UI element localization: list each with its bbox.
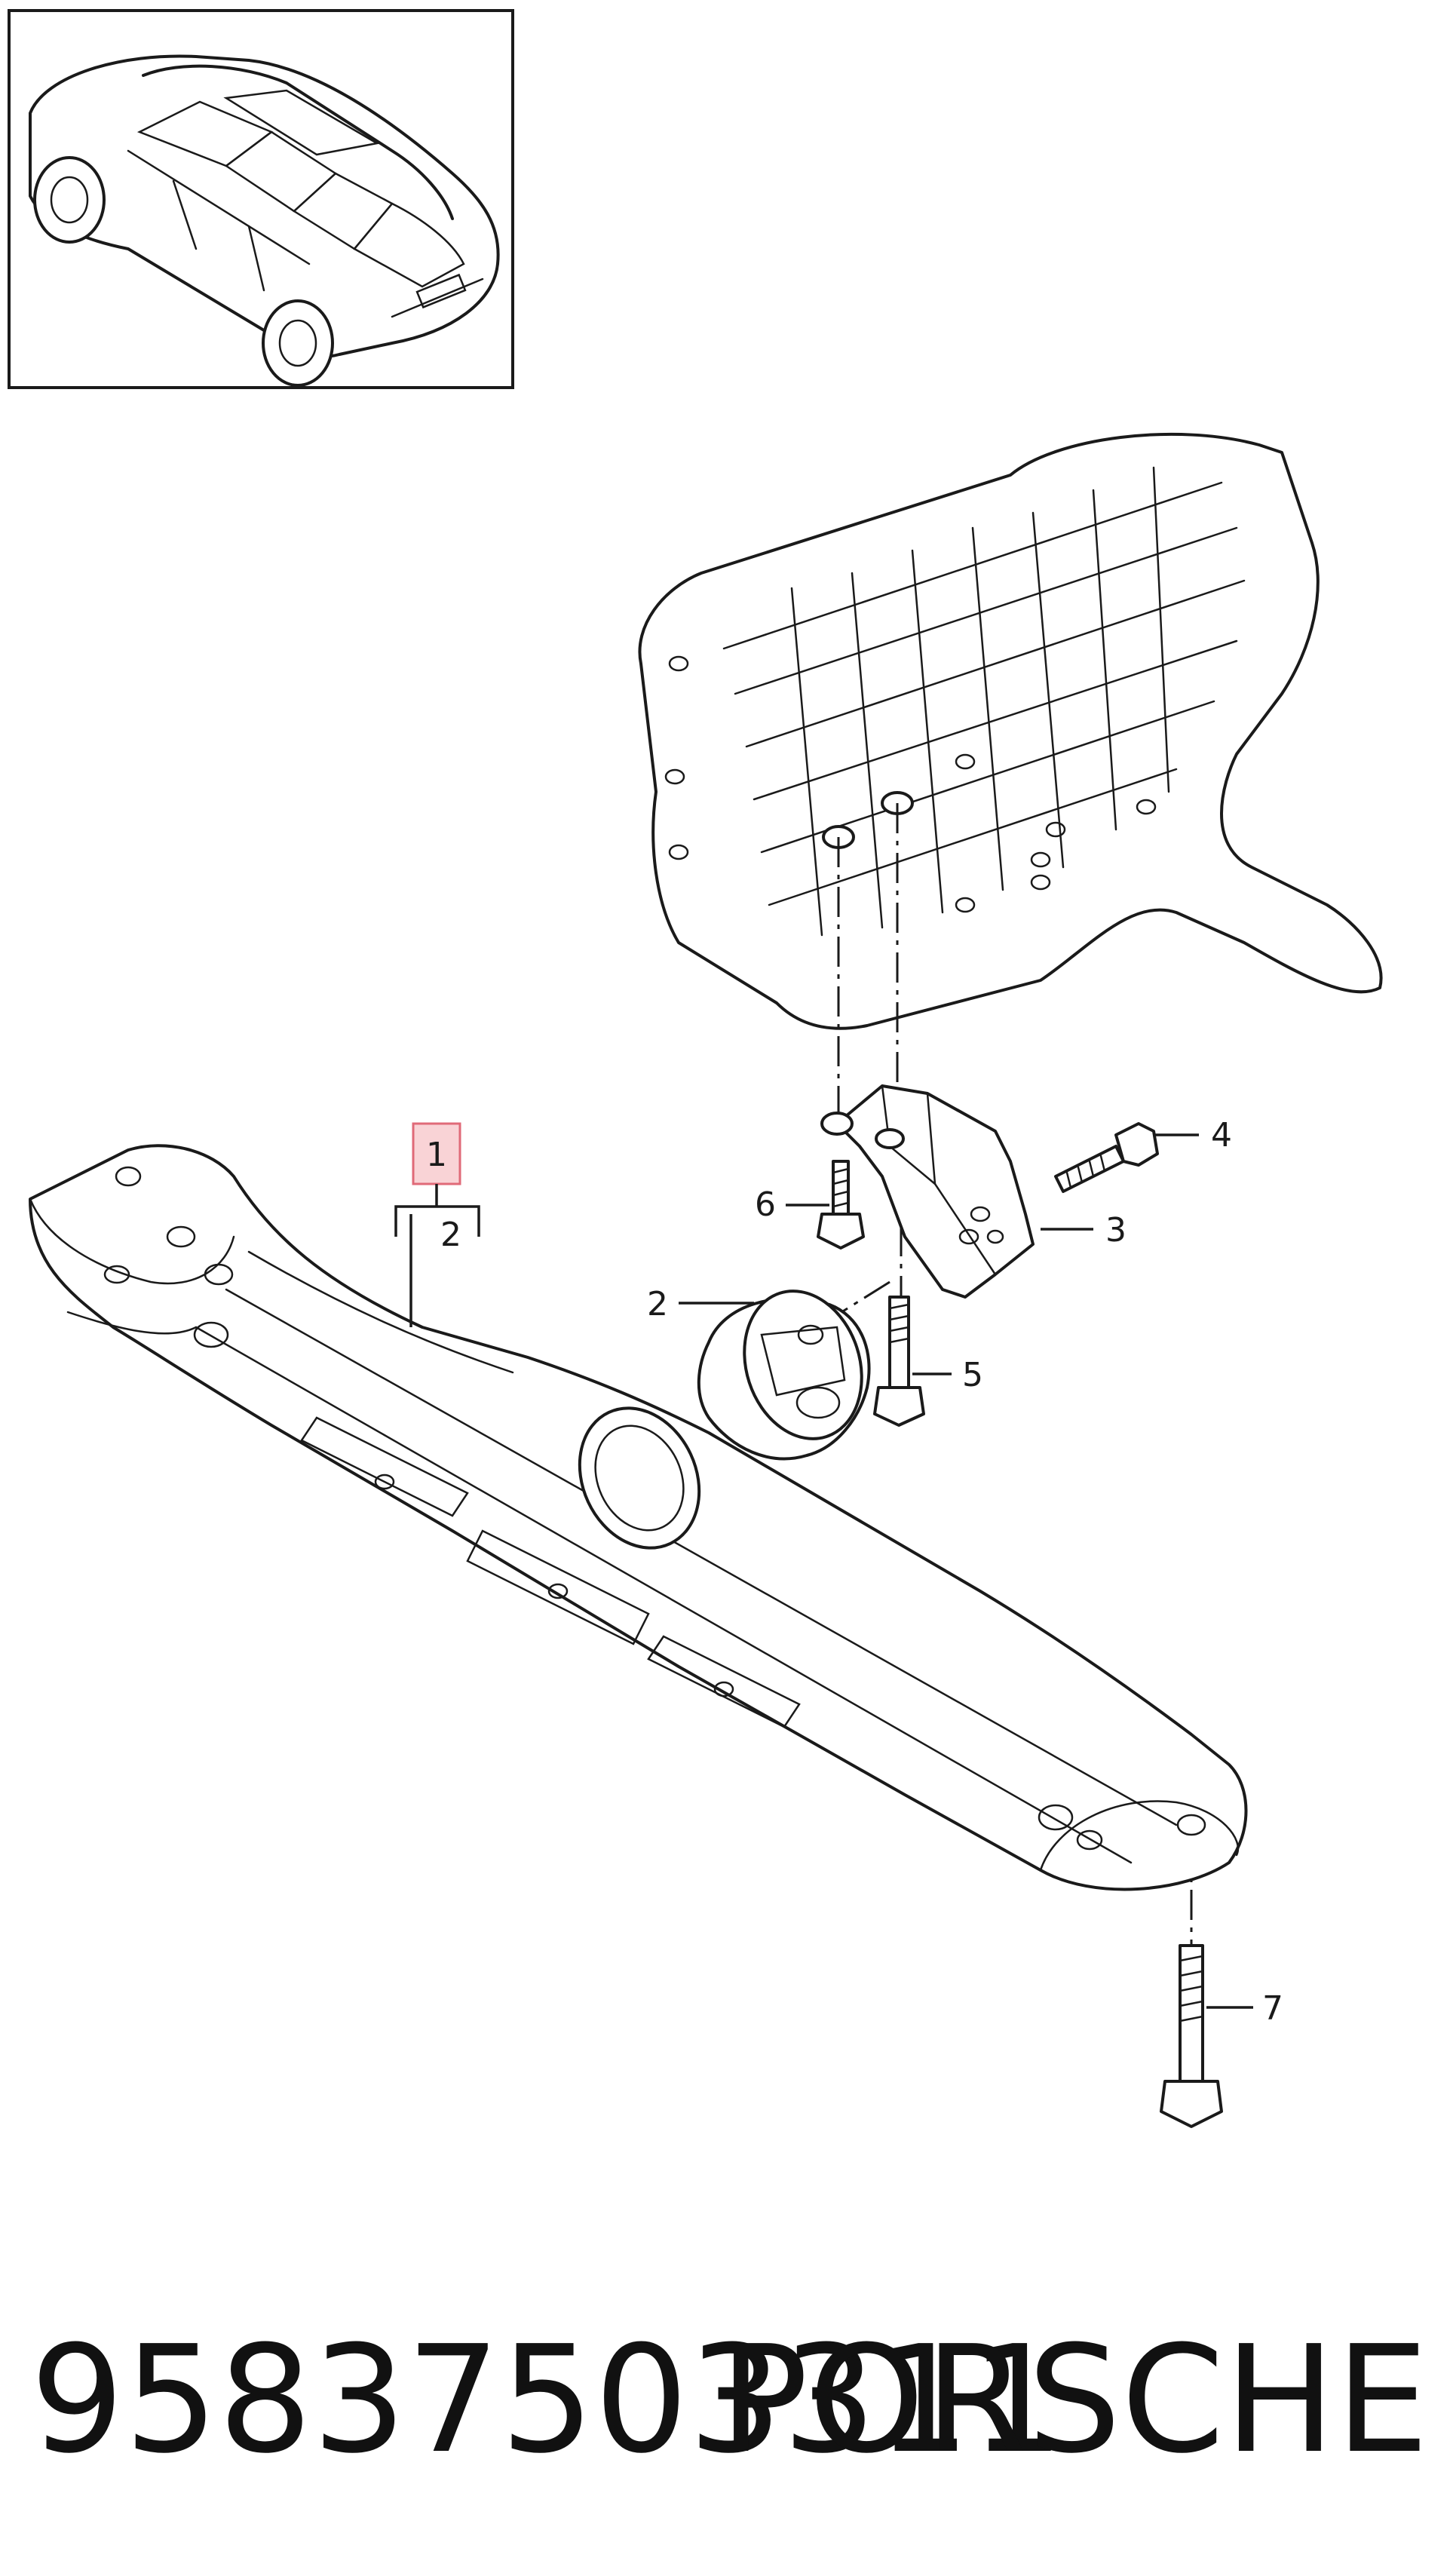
bolt-6 (817, 1160, 865, 1250)
mount-bushing (697, 1290, 871, 1461)
callout-2-lower: 2 (647, 1285, 668, 1323)
callout-5: 5 (962, 1356, 983, 1394)
callout-2-upper: 2 (440, 1216, 461, 1254)
part-number: 95837503311 (30, 2314, 1065, 2486)
callout-4: 4 (1211, 1116, 1232, 1155)
crossmember-tube-opening (578, 1406, 701, 1550)
callouts: 1 2 2 3 4 5 6 7 (394, 1116, 1283, 2028)
callout-1: 1 (426, 1136, 447, 1174)
bolt-7 (1160, 1944, 1223, 2128)
suv-illustration (29, 54, 500, 387)
housing-bolt-holes (664, 655, 1157, 913)
callout-1-highlight (412, 1122, 461, 1185)
bolt-5 (873, 1296, 925, 1427)
brand-name: PORSCHE (719, 2314, 1429, 2486)
crossmember (29, 1144, 1248, 1891)
callout-3: 3 (1105, 1211, 1127, 1250)
callout-7: 7 (1262, 1989, 1283, 2028)
vehicle-thumbnail (8, 9, 514, 389)
bolt-4 (1054, 1122, 1159, 1193)
transmission-bracket (820, 1084, 1035, 1299)
callout-6: 6 (755, 1185, 776, 1224)
transmission-housing (638, 432, 1383, 1030)
